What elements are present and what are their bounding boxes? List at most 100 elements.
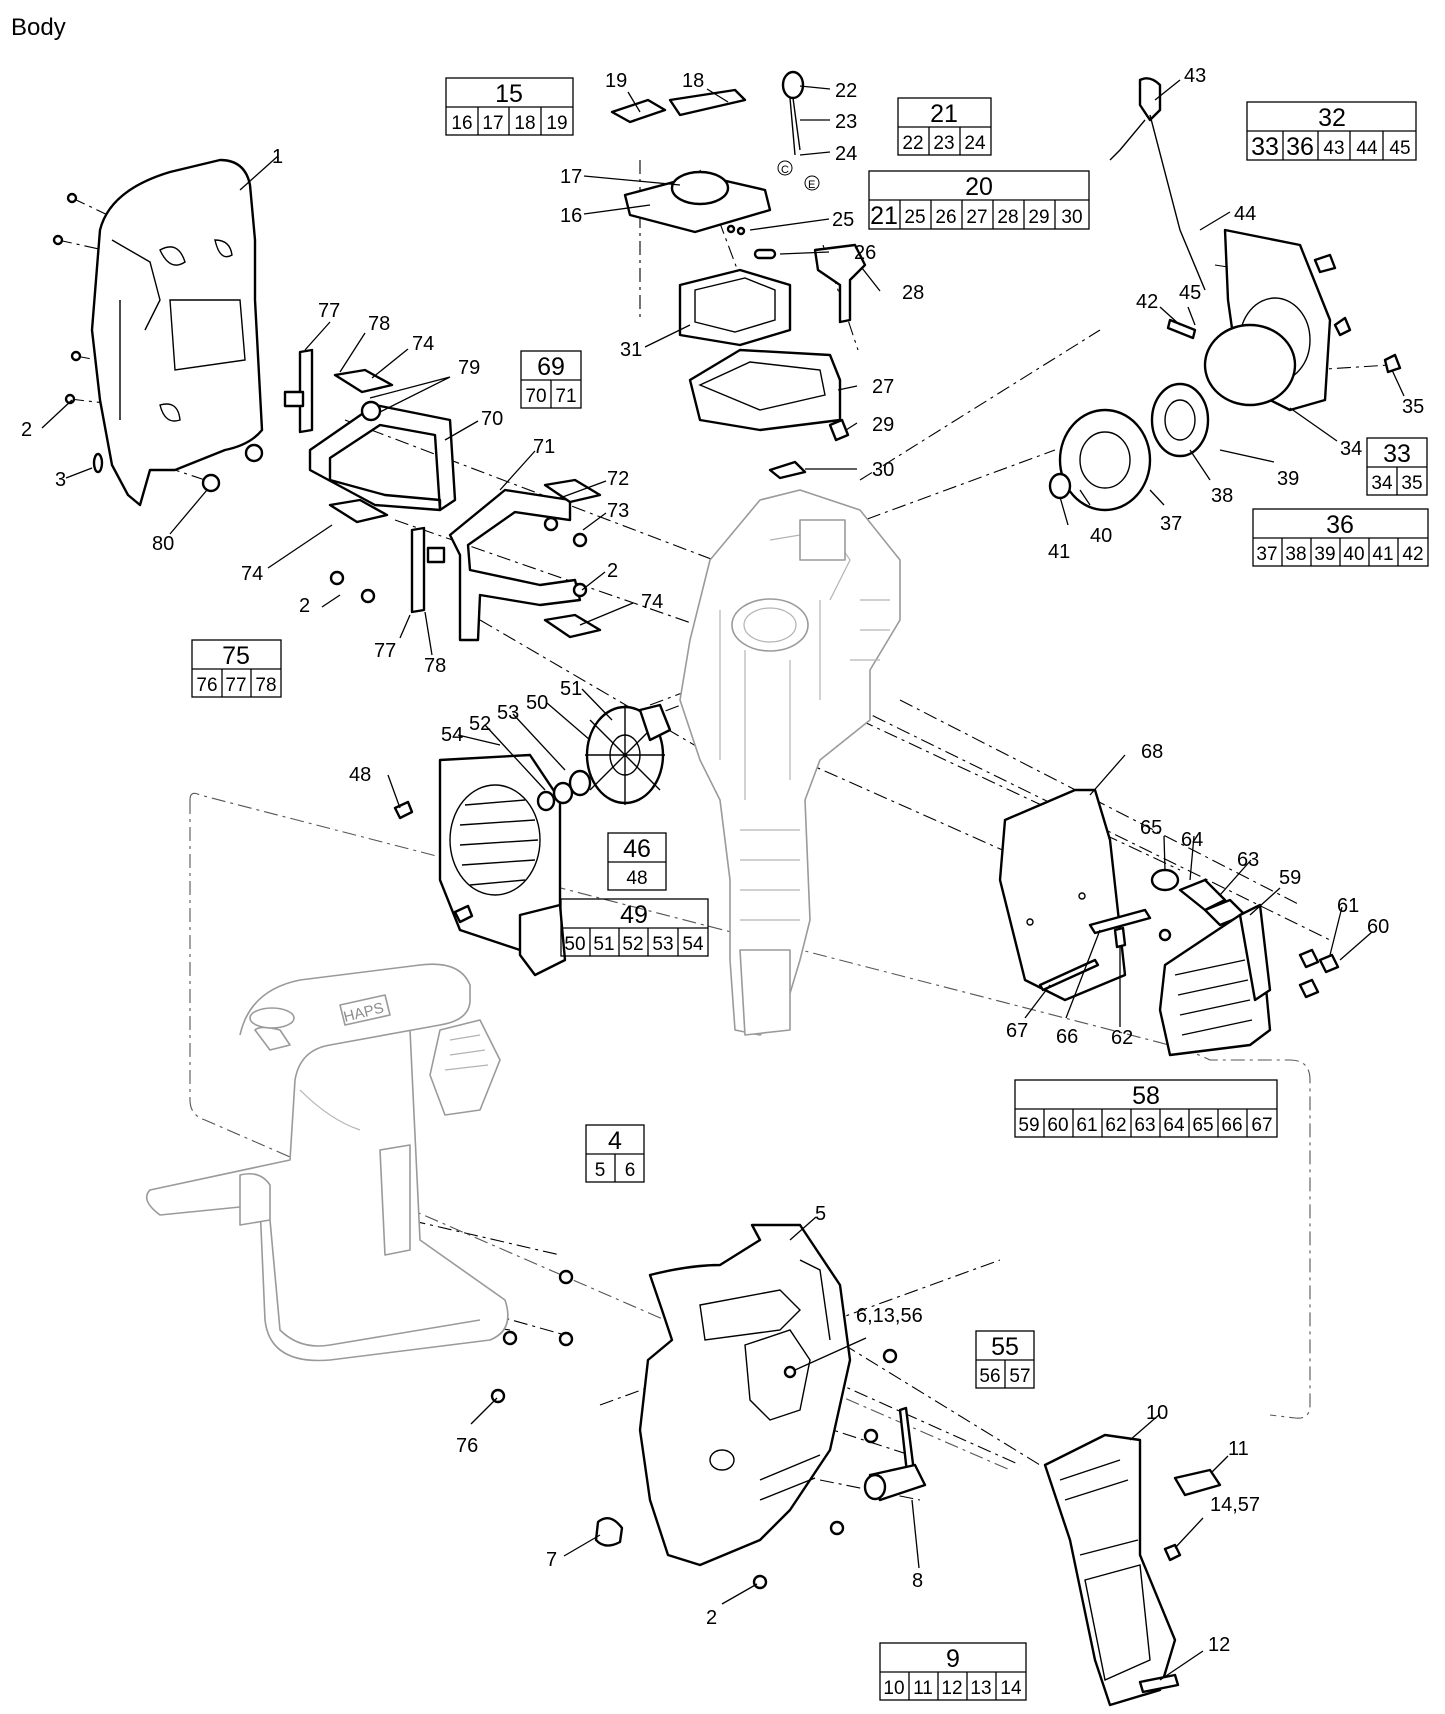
kit-box-20: 20 21 25 26 27 28 29 30 — [868, 170, 1090, 230]
callout-label: 65 — [1140, 817, 1162, 839]
callout-label: 28 — [902, 282, 924, 304]
kit-box-item: 27 — [966, 207, 987, 228]
callout-label: 22 — [835, 80, 857, 102]
kit-box-item: 67 — [1251, 1115, 1272, 1136]
callout-label: 12 — [1208, 1634, 1230, 1656]
kit-box-item: 48 — [626, 868, 647, 889]
callout-label: 2 — [21, 419, 32, 441]
callout-label: 10 — [1146, 1402, 1168, 1424]
callout-label: 71 — [533, 436, 555, 458]
kit-box-4: 4 5 6 — [585, 1124, 645, 1183]
callout-label: 70 — [481, 408, 503, 430]
kit-box-item: 6 — [625, 1160, 636, 1181]
kit-box-item: 40 — [1343, 544, 1364, 565]
callout-label: 78 — [424, 655, 446, 677]
kit-box-item: 21 — [870, 202, 898, 230]
callout-label: 2 — [706, 1607, 717, 1629]
kit-box-item: 25 — [904, 207, 925, 228]
kit-box-item: 37 — [1256, 544, 1277, 565]
callout-label: 2 — [299, 595, 310, 617]
callout-label: 1 — [272, 146, 283, 168]
kit-box-item: 44 — [1356, 138, 1378, 159]
kit-box-69: 69 70 71 — [520, 350, 582, 409]
kit-box-item: 18 — [514, 113, 535, 134]
callout-labels: 1 2 3 80 77 78 74 79 70 71 72 73 2 74 74… — [21, 65, 1424, 1656]
kit-box-49: 49 50 51 52 53 54 — [560, 898, 709, 957]
callout-label: 78 — [368, 313, 390, 335]
callout-label: 27 — [872, 376, 894, 398]
callout-label: 52 — [469, 713, 491, 735]
engine-housing-ghost — [679, 489, 901, 1036]
c-marking: C — [781, 164, 789, 176]
callout-label: 77 — [318, 300, 340, 322]
callout-label: 66 — [1056, 1026, 1078, 1048]
callout-label: 41 — [1048, 541, 1070, 563]
kit-box-36: 36 37 38 39 40 41 42 — [1252, 508, 1429, 567]
kit-box-item: 14 — [1000, 1678, 1022, 1699]
kit-box-item: 50 — [564, 934, 585, 955]
kit-box-item: 39 — [1314, 544, 1335, 565]
kit-box-55: 55 56 57 — [975, 1330, 1035, 1389]
callout-label: 73 — [607, 500, 629, 522]
kit-box-item: 12 — [941, 1678, 962, 1699]
part-5-front-cover — [638, 1223, 852, 1567]
kit-box-item: 16 — [451, 113, 472, 134]
callout-label: 19 — [605, 70, 627, 92]
kit-box-item: 33 — [1251, 133, 1279, 161]
callout-label: 45 — [1179, 282, 1201, 304]
callout-label: 17 — [560, 166, 582, 188]
callout-label: 48 — [349, 764, 371, 786]
front-cover-nuts — [490, 1269, 898, 1590]
kit-box-item: 29 — [1028, 207, 1049, 228]
callout-label: 77 — [374, 640, 396, 662]
kit-box-item: 71 — [555, 386, 576, 407]
part-71-lower-frame — [448, 488, 582, 642]
kit-box-head: 36 — [1326, 511, 1354, 539]
kit-box-head: 32 — [1318, 104, 1346, 132]
callout-label: 43 — [1184, 65, 1206, 87]
callout-label: 26 — [854, 242, 876, 264]
page-title: Body — [11, 14, 66, 41]
kit-box-item: 30 — [1061, 207, 1082, 228]
kit-box-head: 55 — [991, 1333, 1019, 1361]
callout-label: 74 — [641, 591, 663, 613]
kit-box-item: 41 — [1372, 544, 1393, 565]
kit-box-head: 20 — [965, 173, 993, 201]
kit-box-item: 57 — [1009, 1366, 1030, 1387]
callout-label: 67 — [1006, 1020, 1028, 1042]
callout-label: 16 — [560, 205, 582, 227]
kit-box-item: 53 — [652, 934, 673, 955]
callout-label: 30 — [872, 459, 894, 481]
callout-label: 18 — [682, 70, 704, 92]
kit-box-head: 9 — [946, 1645, 960, 1673]
callout-label: 74 — [412, 333, 434, 355]
kit-box-item: 59 — [1018, 1115, 1039, 1136]
kit-box-32: 32 33 36 43 44 45 — [1246, 101, 1417, 161]
callout-label: 59 — [1279, 867, 1301, 889]
kit-box-item: 65 — [1192, 1115, 1213, 1136]
kit-box-item: 45 — [1389, 138, 1410, 159]
kit-box-head: 33 — [1383, 440, 1411, 468]
callout-label: 31 — [620, 339, 642, 361]
kit-box-head: 46 — [623, 835, 651, 863]
kit-box-item: 70 — [525, 386, 546, 407]
kit-box-item: 56 — [979, 1366, 1000, 1387]
callout-label: 74 — [241, 563, 263, 585]
kit-box-item: 62 — [1105, 1115, 1126, 1136]
callout-label: 8 — [912, 1570, 923, 1592]
kit-box-item: 35 — [1401, 473, 1422, 494]
kit-box-item: 54 — [682, 934, 704, 955]
kit-box-item: 76 — [196, 675, 217, 696]
callout-label: 62 — [1111, 1027, 1133, 1049]
cover-nuts — [52, 192, 264, 493]
kit-box-item: 42 — [1402, 544, 1423, 565]
kit-box-58: 58 59 60 61 62 63 64 65 66 67 — [1014, 1079, 1278, 1138]
callout-label: 72 — [607, 468, 629, 490]
kit-box-head: 21 — [930, 100, 958, 128]
callout-label: 80 — [152, 533, 174, 555]
starter-group — [1048, 77, 1402, 512]
fan-group — [393, 703, 672, 977]
kit-box-9: 9 10 11 12 13 14 — [879, 1642, 1027, 1701]
kit-box-item: 13 — [970, 1678, 991, 1699]
callout-label: 3 — [55, 469, 66, 491]
